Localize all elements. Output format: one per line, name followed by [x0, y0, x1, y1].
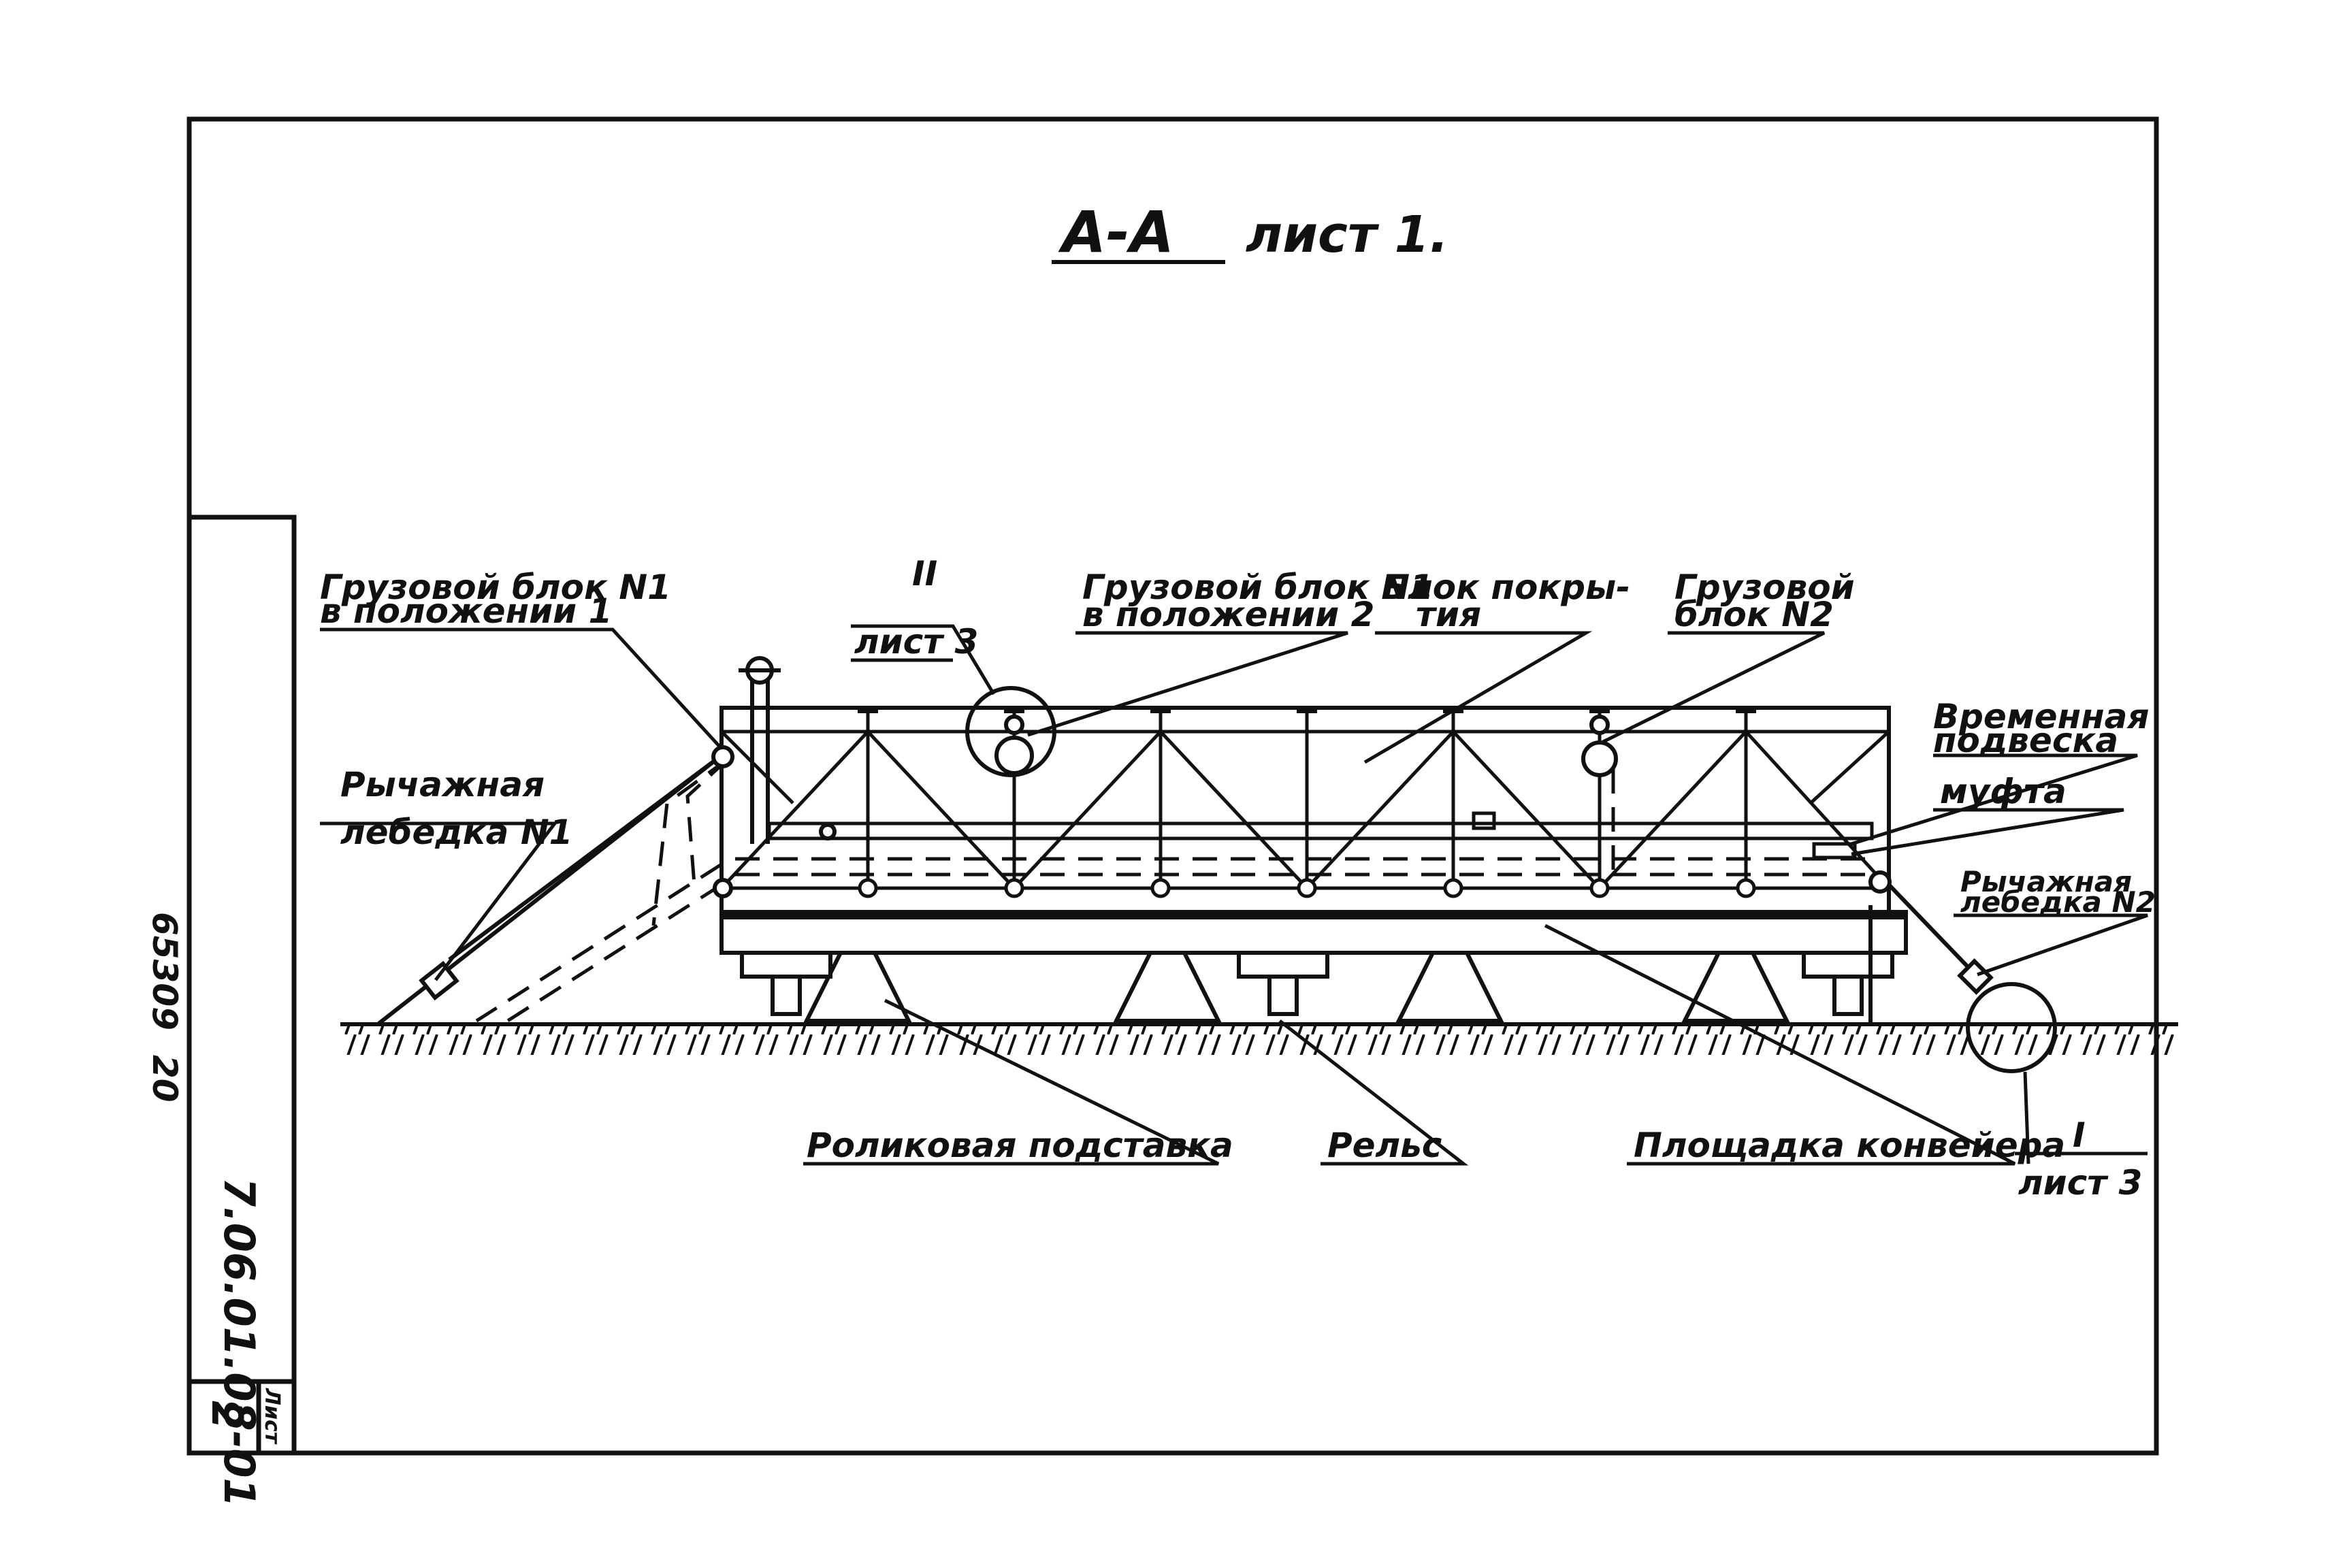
conveyor-platform	[719, 910, 1908, 955]
label-temp-hanger: Временная	[1933, 697, 2150, 736]
roller-stands	[803, 951, 1790, 1023]
coupling-box	[1812, 842, 1857, 860]
label-detail-ii: II	[912, 554, 937, 593]
label-cargo-block-1-pos2: Грузовой блок N1	[1082, 568, 1434, 607]
jack-head	[740, 951, 832, 979]
jack-head	[1802, 951, 1894, 979]
page-label: 20	[145, 1055, 184, 1102]
leader-lines	[320, 624, 2148, 1166]
label-lever-winch-2: Рычажная	[1960, 865, 2132, 898]
sheet-title: лист 1.	[1246, 206, 1448, 264]
lever-winch-1	[419, 960, 459, 1001]
jack-post	[1832, 975, 1864, 1016]
roller-stand	[1395, 951, 1504, 1023]
label-cover-block: Блок покры-	[1382, 568, 1630, 607]
outer-frame	[187, 116, 2159, 1456]
roller-stand	[1681, 951, 1790, 1023]
roller-stand	[1113, 951, 1222, 1023]
detail-ii-circle	[965, 686, 1056, 777]
label-cargo-block-1-pos: в положении 1	[320, 591, 612, 631]
ground	[340, 1022, 2178, 1055]
label-lever-winch-2-num: лебедка N2	[1960, 885, 2156, 919]
cargo-block-1	[711, 745, 734, 768]
rail-jacks	[740, 951, 1894, 1016]
inventory-number: 65309	[145, 912, 184, 1030]
lever-winch-2	[1957, 958, 1994, 995]
inner-guide-bar	[767, 811, 1874, 860]
section-title: А-А	[1058, 199, 1174, 265]
label-cargo-block-2-line2: блок N2	[1674, 595, 1834, 634]
label-cargo-block-2: Грузовой	[1674, 568, 1855, 607]
lever-winch-2-rig	[1868, 870, 1994, 1024]
label-cargo-block-1-pos2-line2: в положении 2	[1082, 595, 1374, 634]
label-temp-hanger-line2: подвеска	[1933, 721, 2118, 760]
doc-code: 7.06.01.08-01	[214, 1177, 264, 1507]
jack-post	[771, 975, 802, 1016]
jack-head	[1237, 951, 1329, 979]
label-conveyor-platform: Площадка конвейера	[1634, 1126, 2065, 1165]
label-detail-ii-sheet: лист 3	[854, 622, 978, 662]
label-rail: Рельс	[1327, 1126, 1442, 1165]
stamp-column	[189, 514, 297, 1453]
label-cover-block-line2: тия	[1416, 595, 1481, 634]
cargo-block-2	[1581, 715, 1618, 777]
jack-post	[1267, 975, 1299, 1016]
dashed-paths	[475, 755, 1879, 1030]
label-lever-winch-1: Рычажная	[340, 765, 545, 804]
label-lever-winch-1-num: лебедка N1	[340, 813, 572, 852]
coupling-small	[1472, 811, 1496, 830]
cargo-block-1-pos2	[994, 715, 1034, 775]
detail-i-circle	[1966, 982, 2057, 1073]
label-roller-stand: Роликовая подставка	[807, 1126, 1233, 1165]
left-mast	[739, 656, 837, 844]
sheet-label: Лист	[260, 1388, 284, 1445]
label-cargo-block-1: Грузовой блок N1	[320, 568, 671, 607]
label-coupling: муфта	[1940, 772, 2067, 811]
label-detail-i-sheet: лист 3	[2018, 1163, 2142, 1203]
sheet-number: 2	[202, 1401, 252, 1430]
frame	[187, 116, 2159, 1456]
label-detail-i: I	[2073, 1115, 2086, 1155]
